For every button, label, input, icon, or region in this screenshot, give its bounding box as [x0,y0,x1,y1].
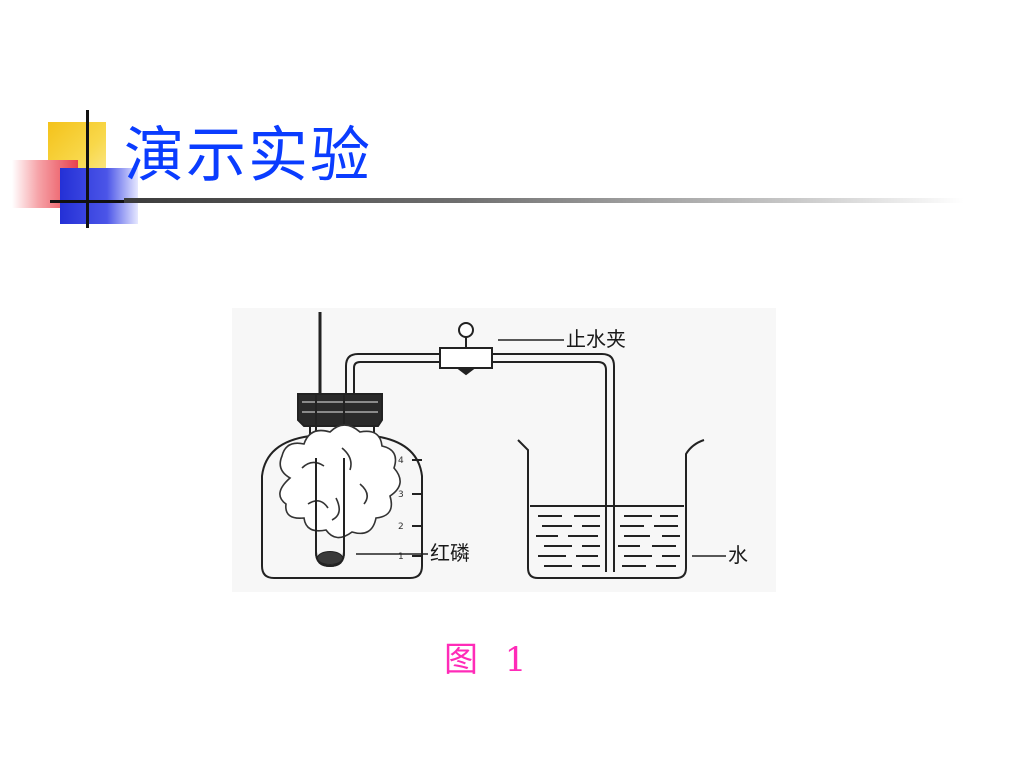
jar-body [261,426,423,579]
scale-mark-2: 2 [398,522,404,532]
decorative-blue-block [60,168,138,224]
water-clamp [439,322,493,376]
rubber-stopper [297,393,383,427]
scale-mark-1: 1 [398,552,404,562]
experiment-diagram: 4 3 2 1 红磷 [232,308,776,592]
decorative-vertical-line [86,110,89,228]
label-water: 水 [728,543,748,567]
slide-title: 演示实验 [124,121,372,191]
beaker [517,439,705,579]
scale-mark-4: 4 [398,456,404,466]
decorative-horizontal-line [50,200,126,203]
red-phosphorus [318,552,342,564]
title-underline [124,198,964,203]
apparatus-svg: 4 3 2 1 红磷 [232,308,776,592]
label-clamp: 止水夹 [566,327,626,351]
white-smoke [279,424,401,539]
jar [261,393,423,579]
scale-mark-3: 3 [398,490,404,500]
figure-caption: 图 1 [444,640,535,680]
label-red-phosphorus: 红磷 [430,541,470,565]
